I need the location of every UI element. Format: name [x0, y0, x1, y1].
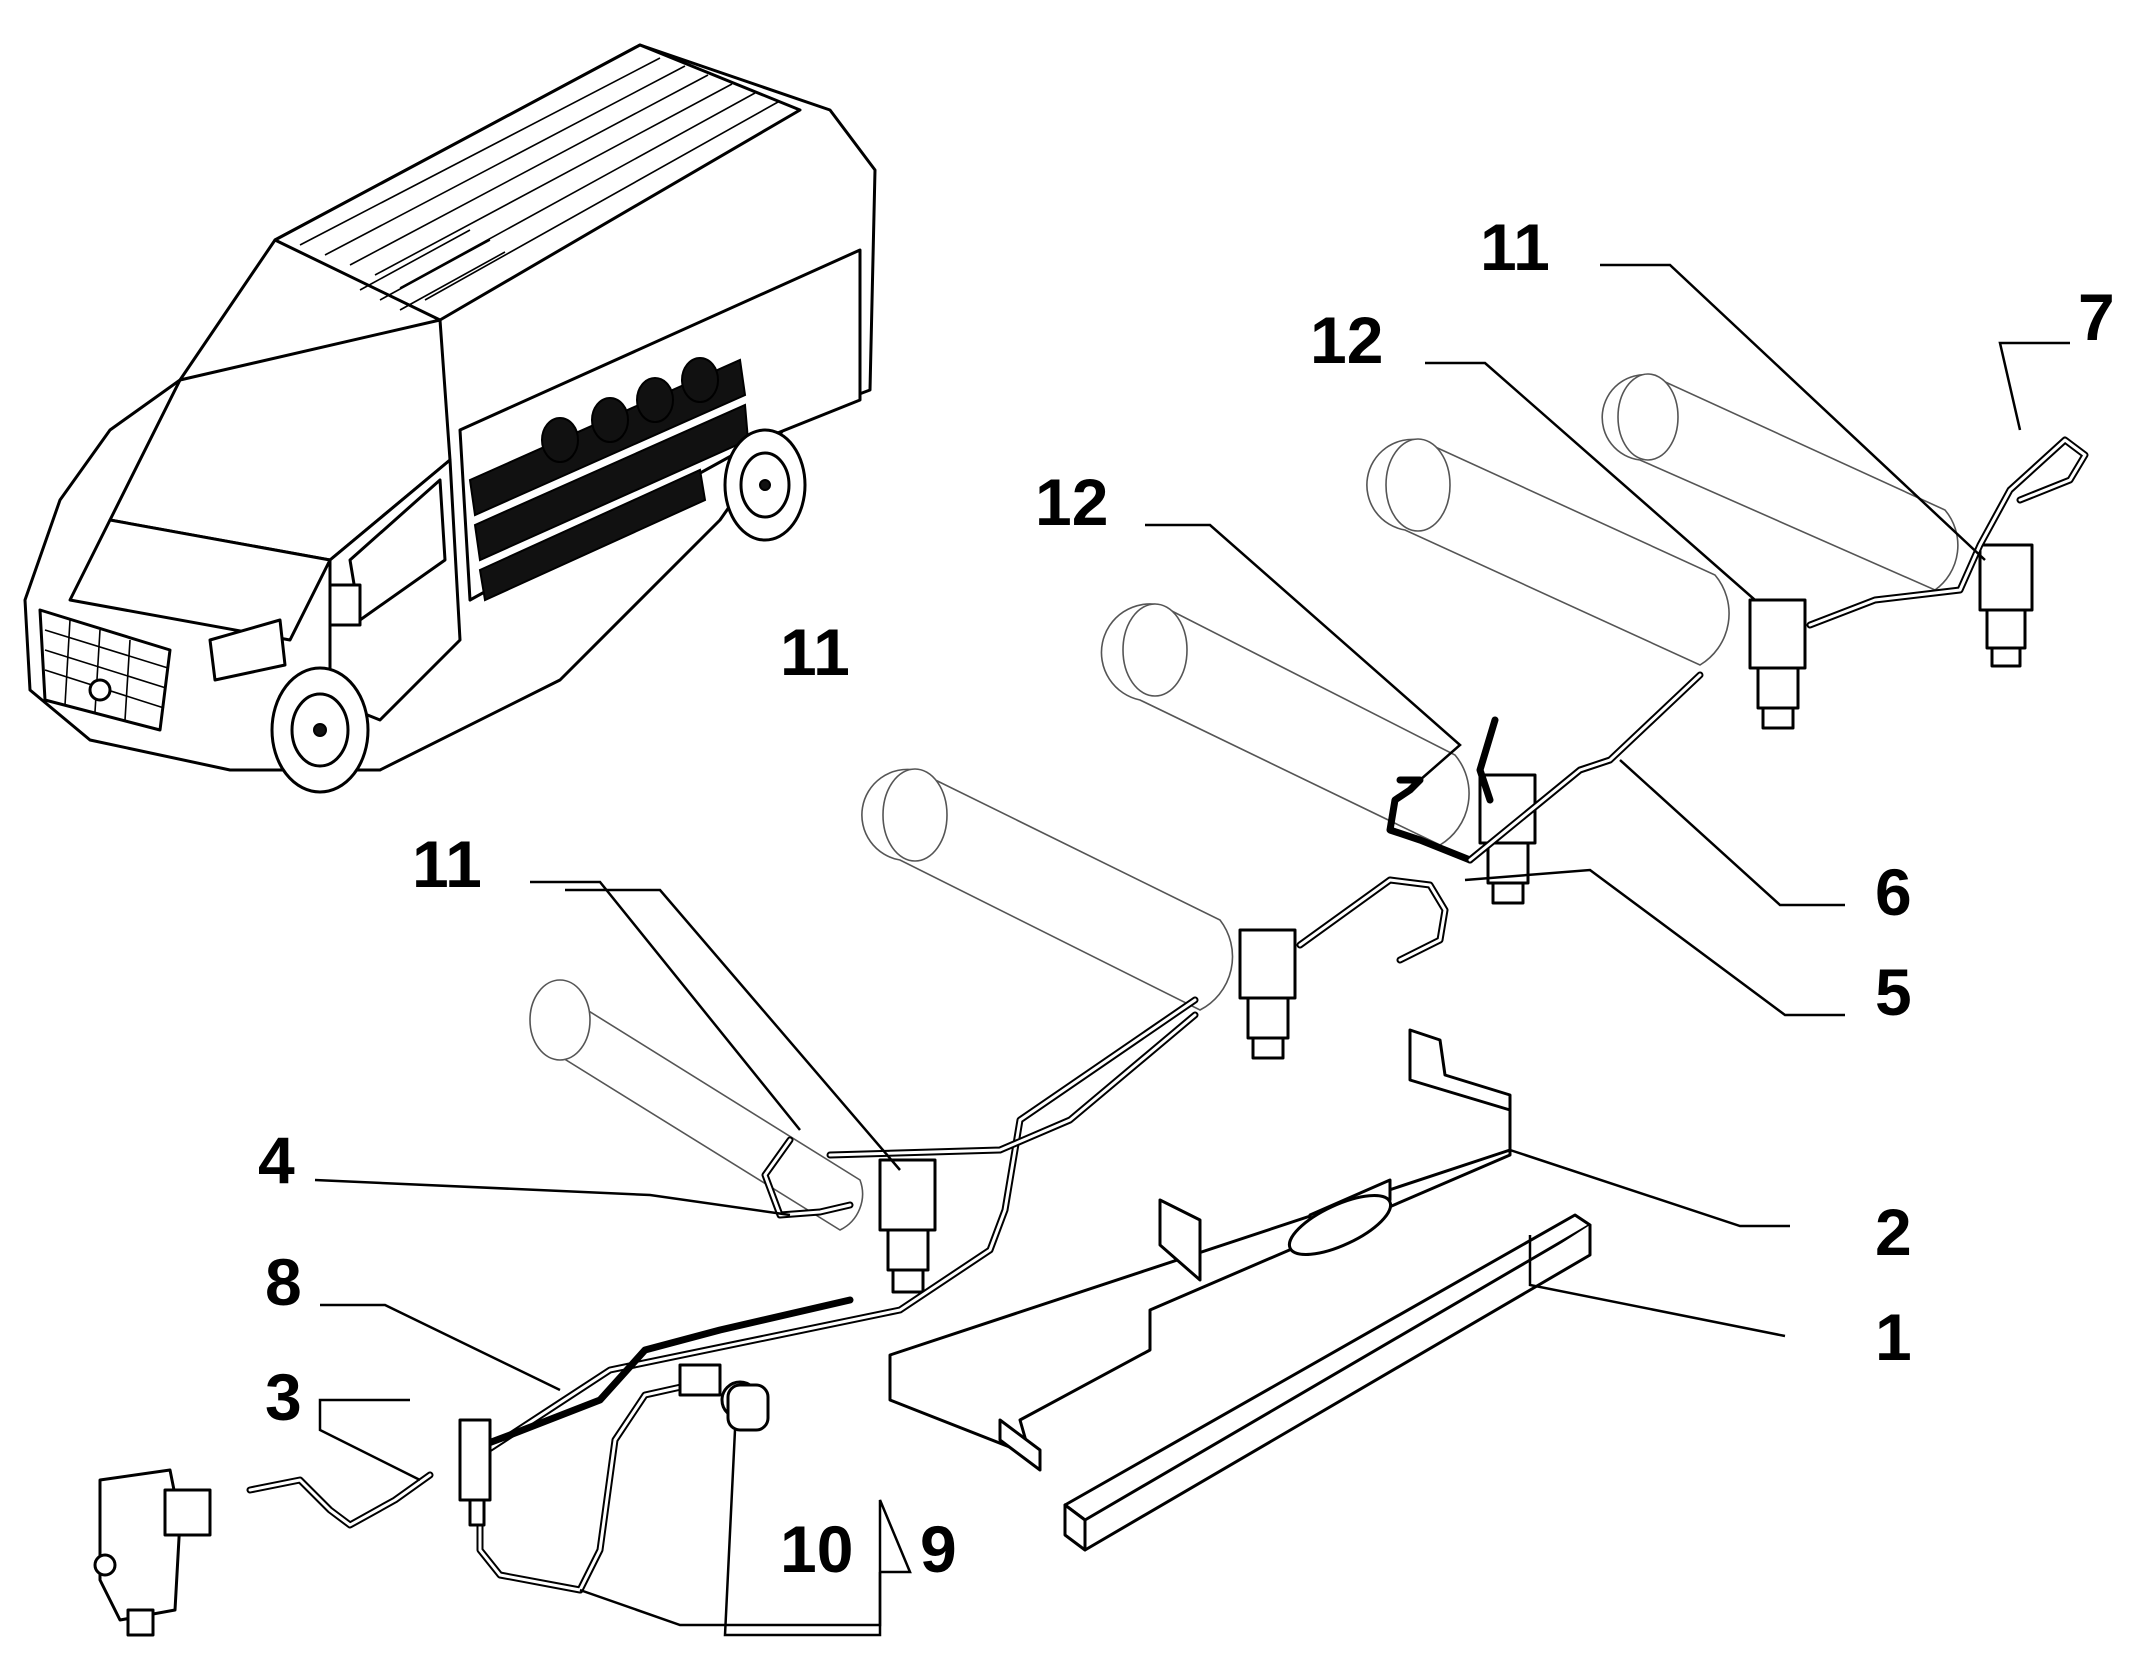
regulator-block: [93, 1468, 212, 1637]
valve-4: [1748, 598, 1807, 730]
cylinder-4: [1366, 438, 1730, 666]
roof-rack-slats: [299, 57, 779, 311]
rail-1: [1063, 1213, 1592, 1552]
leader-lines: [314, 263, 2070, 1637]
pipe-9: [476, 1381, 694, 1594]
valve-2: [1238, 928, 1297, 1060]
roof-rack: [273, 43, 802, 322]
cylinder-3: [1100, 603, 1470, 846]
callout-2: 2: [1875, 1195, 1912, 1269]
cap-10: [726, 1383, 770, 1432]
callout-11-low: 11: [412, 827, 482, 901]
pipes: [246, 436, 2089, 1594]
valve-5: [1978, 543, 2034, 668]
callout-9: 9: [920, 1512, 957, 1586]
cylinder-1: [529, 979, 864, 1231]
callout-10: 10: [780, 1512, 853, 1586]
callout-3: 3: [265, 1360, 302, 1434]
van-illustration: [23, 43, 877, 794]
callout-11-mid: 11: [780, 615, 850, 689]
front-wheel: [270, 666, 370, 794]
hood: [68, 518, 332, 642]
valves: [878, 543, 2034, 1294]
callout-5: 5: [1875, 955, 1912, 1029]
callout-11-top: 11: [1480, 210, 1550, 284]
callout-12-top: 12: [1310, 303, 1383, 377]
callout-labels: 1 2 3 4 5 6 7 8 9 10 11 11 11 12 12: [258, 210, 2115, 1586]
pipe-8: [466, 1296, 854, 1454]
callout-6: 6: [1875, 855, 1912, 929]
fittings: [458, 1363, 770, 1527]
callout-7: 7: [2078, 280, 2115, 354]
cylinder-2: [861, 768, 1234, 1011]
valve-1: [878, 1158, 937, 1294]
bracket-2: [888, 1028, 1512, 1472]
headlight: [208, 618, 287, 682]
callout-4: 4: [258, 1123, 295, 1197]
front-badge: [88, 678, 112, 702]
callout-12-mid: 12: [1035, 465, 1108, 539]
cylinder-5: [1601, 373, 1959, 591]
callout-1: 1: [1875, 1300, 1912, 1374]
grille-lines: [44, 619, 169, 721]
rear-wheel: [723, 428, 807, 542]
side-mirror: [328, 583, 362, 627]
callout-8: 8: [265, 1245, 302, 1319]
van-tanks: [468, 357, 750, 602]
gas-cylinders: [529, 373, 1959, 1231]
